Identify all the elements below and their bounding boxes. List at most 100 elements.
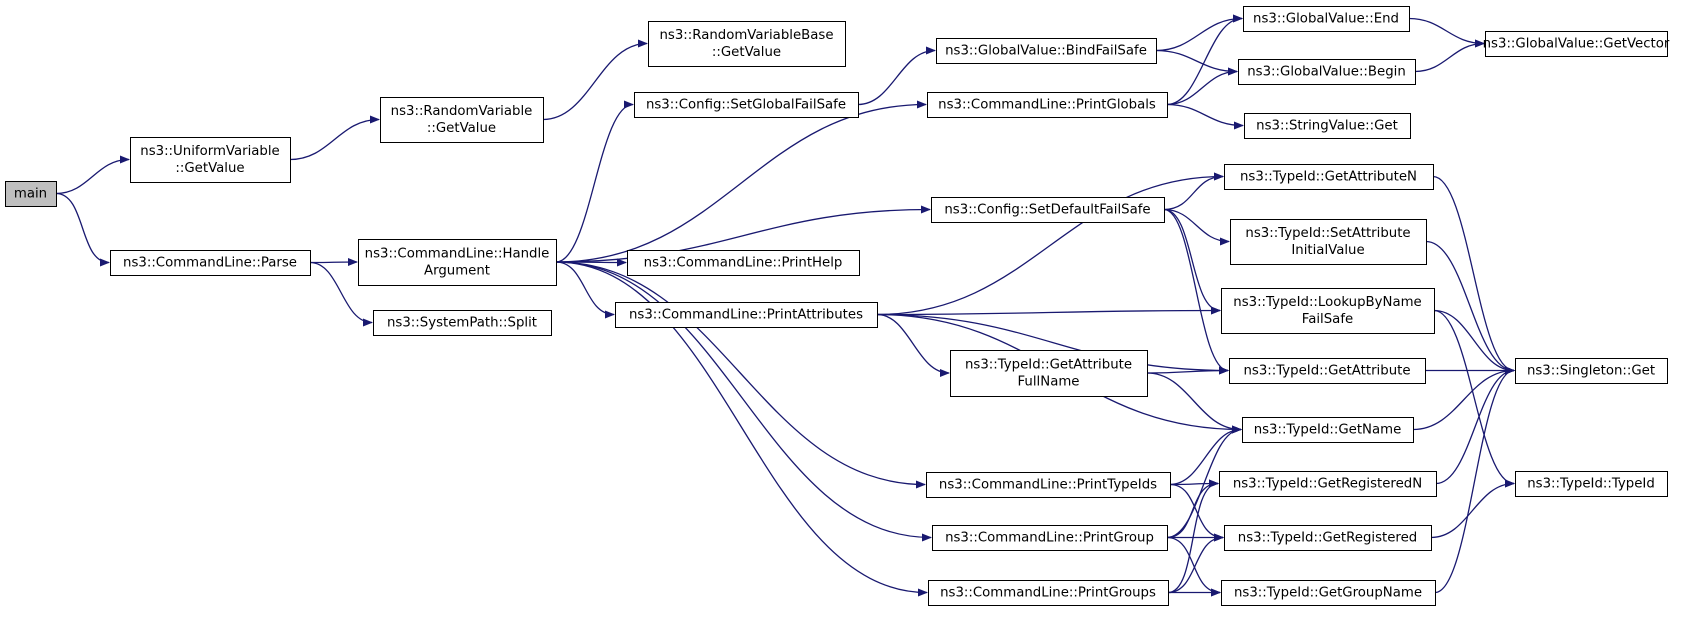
node-box [110, 250, 311, 276]
edge-cl-printtypeids-to-tid-getname [1169, 425, 1242, 486]
edge-tid-lookup-to-tid-typeid [1433, 309, 1515, 488]
node-label: ns3::TypeId::GetAttribute [965, 358, 1132, 373]
node-cl-parse[interactable]: ns3::CommandLine::Parse [110, 250, 311, 276]
node-tid-getreg[interactable]: ns3::TypeId::GetRegistered [1224, 525, 1432, 551]
node-box [380, 97, 544, 143]
node-label: InitialValue [1291, 243, 1364, 258]
node-box [130, 137, 291, 183]
node-box [931, 197, 1165, 223]
node-cl-printgroup[interactable]: ns3::CommandLine::PrintGroup [932, 525, 1168, 551]
edge-main-to-cl-parse [55, 192, 110, 267]
node-box [627, 250, 860, 276]
node-gv-bindfailsafe[interactable]: ns3::GlobalValue::BindFailSafe [936, 38, 1157, 64]
node-box [648, 21, 846, 67]
edge-cl-printattr-to-tid-getattrfull [876, 313, 950, 377]
node-tid-typeid[interactable]: ns3::TypeId::TypeId [1515, 471, 1668, 497]
node-box [1219, 471, 1437, 497]
node-cl-printgroups[interactable]: ns3::CommandLine::PrintGroups [928, 580, 1169, 606]
node-label: ns3::Singleton::Get [1527, 364, 1655, 379]
node-label: ns3::CommandLine::PrintGroups [940, 586, 1156, 601]
node-box [936, 38, 1157, 64]
node-tid-getname[interactable]: ns3::TypeId::GetName [1242, 417, 1414, 443]
node-label: ns3::CommandLine::PrintAttributes [629, 308, 863, 323]
edge-cl-printglobals-to-gv-begin [1166, 67, 1238, 106]
node-label: ns3::TypeId::LookupByName [1233, 295, 1421, 310]
node-singleton-get[interactable]: ns3::Singleton::Get [1515, 358, 1668, 384]
node-tid-getgroupname[interactable]: ns3::TypeId::GetGroupName [1221, 580, 1436, 606]
node-label: ns3::RandomVariableBase [659, 28, 833, 43]
node-label: ns3::CommandLine::PrintGroup [945, 531, 1154, 546]
node-label: ns3::TypeId::GetGroupName [1234, 586, 1422, 601]
node-box [926, 472, 1171, 498]
node-label: main [14, 187, 47, 202]
node-label: ns3::GlobalValue::End [1253, 12, 1399, 27]
edge-gv-begin-to-gv-getvector [1414, 39, 1485, 73]
node-uv-getvalue[interactable]: ns3::UniformVariable::GetValue [130, 137, 291, 183]
node-box [358, 239, 557, 286]
edge-cfg-setdefault-to-tid-getattr [1163, 208, 1229, 375]
edge-cl-handle-to-cl-printgroups [555, 261, 928, 597]
edge-cl-printattr-to-tid-getattr [876, 313, 1229, 375]
node-label: ns3::GlobalValue::GetVector [1483, 37, 1670, 52]
node-label: ns3::CommandLine::Handle [365, 247, 550, 262]
node-cfg-setglobal[interactable]: ns3::Config::SetGlobalFailSafe [634, 92, 859, 118]
node-box [1242, 417, 1414, 443]
node-cl-printattr[interactable]: ns3::CommandLine::PrintAttributes [615, 302, 878, 328]
edge-tid-getattrn-to-singleton-get [1432, 175, 1515, 375]
nodes-layer: mainns3::UniformVariable::GetValuens3::C… [5, 6, 1670, 606]
node-label: ::GetValue [712, 45, 781, 60]
node-gv-begin[interactable]: ns3::GlobalValue::Begin [1238, 59, 1416, 85]
node-label: ns3::TypeId::GetRegisteredN [1233, 477, 1422, 492]
node-label: ns3::Config::SetDefaultFailSafe [944, 203, 1150, 218]
node-tid-getattrn[interactable]: ns3::TypeId::GetAttributeN [1224, 164, 1434, 190]
edge-gv-bindfailsafe-to-gv-begin [1155, 49, 1238, 76]
node-label: ns3::TypeId::GetName [1254, 423, 1402, 438]
node-label: ::GetValue [427, 121, 496, 136]
node-box [615, 302, 878, 328]
node-cl-printglobals[interactable]: ns3::CommandLine::PrintGlobals [927, 92, 1168, 118]
node-cl-printhelp[interactable]: ns3::CommandLine::PrintHelp [627, 250, 860, 276]
edge-cl-printattr-to-tid-lookup [876, 306, 1221, 316]
node-label: ns3::SystemPath::Split [387, 316, 537, 331]
edge-gv-bindfailsafe-to-gv-end [1155, 14, 1243, 52]
node-sv-get[interactable]: ns3::StringValue::Get [1244, 113, 1411, 139]
node-label: ns3::RandomVariable [391, 104, 533, 119]
edge-cl-printgroups-to-tid-getreg [1167, 533, 1224, 594]
node-box [634, 92, 859, 118]
edge-cl-printglobals-to-sv-get [1166, 103, 1244, 130]
node-label: ns3::CommandLine::PrintGlobals [938, 98, 1156, 113]
node-box [1229, 358, 1426, 384]
node-label: ns3::TypeId::TypeId [1527, 477, 1655, 492]
node-tid-getregn[interactable]: ns3::TypeId::GetRegisteredN [1219, 471, 1437, 497]
node-tid-getattr[interactable]: ns3::TypeId::GetAttribute [1229, 358, 1426, 384]
node-label: ns3::CommandLine::PrintHelp [644, 256, 843, 271]
node-gv-getvector[interactable]: ns3::GlobalValue::GetVector [1483, 31, 1670, 57]
node-cfg-setdefault[interactable]: ns3::Config::SetDefaultFailSafe [931, 197, 1165, 223]
node-rv-getvalue[interactable]: ns3::RandomVariable::GetValue [380, 97, 544, 143]
node-box [1221, 580, 1436, 606]
node-label: ns3::StringValue::Get [1256, 119, 1398, 134]
edge-rv-getvalue-to-rvb-getvalue [542, 39, 648, 121]
node-sp-split[interactable]: ns3::SystemPath::Split [373, 310, 552, 336]
node-box [950, 350, 1148, 397]
node-box [928, 580, 1169, 606]
node-gv-end[interactable]: ns3::GlobalValue::End [1243, 6, 1410, 32]
node-box [1224, 164, 1434, 190]
node-rvb-getvalue[interactable]: ns3::RandomVariableBase::GetValue [648, 21, 846, 67]
edge-tid-getname-to-singleton-get [1412, 366, 1515, 431]
edge-cl-printgroups-to-tid-getregn [1167, 479, 1219, 594]
edge-tid-getregn-to-singleton-get [1435, 366, 1515, 485]
node-box [1224, 525, 1432, 551]
node-cl-printtypeids[interactable]: ns3::CommandLine::PrintTypeIds [926, 472, 1171, 498]
edge-cl-printgroup-to-tid-getregn [1166, 479, 1219, 539]
edge-cfg-setdefault-to-tid-setattrinit [1163, 208, 1230, 246]
node-main[interactable]: main [5, 181, 57, 207]
edge-gv-end-to-gv-getvector [1408, 17, 1485, 48]
edge-cl-printtypeids-to-tid-getreg [1169, 483, 1224, 542]
node-box [5, 181, 57, 207]
edge-cl-handle-to-cl-printgroup [555, 261, 932, 542]
